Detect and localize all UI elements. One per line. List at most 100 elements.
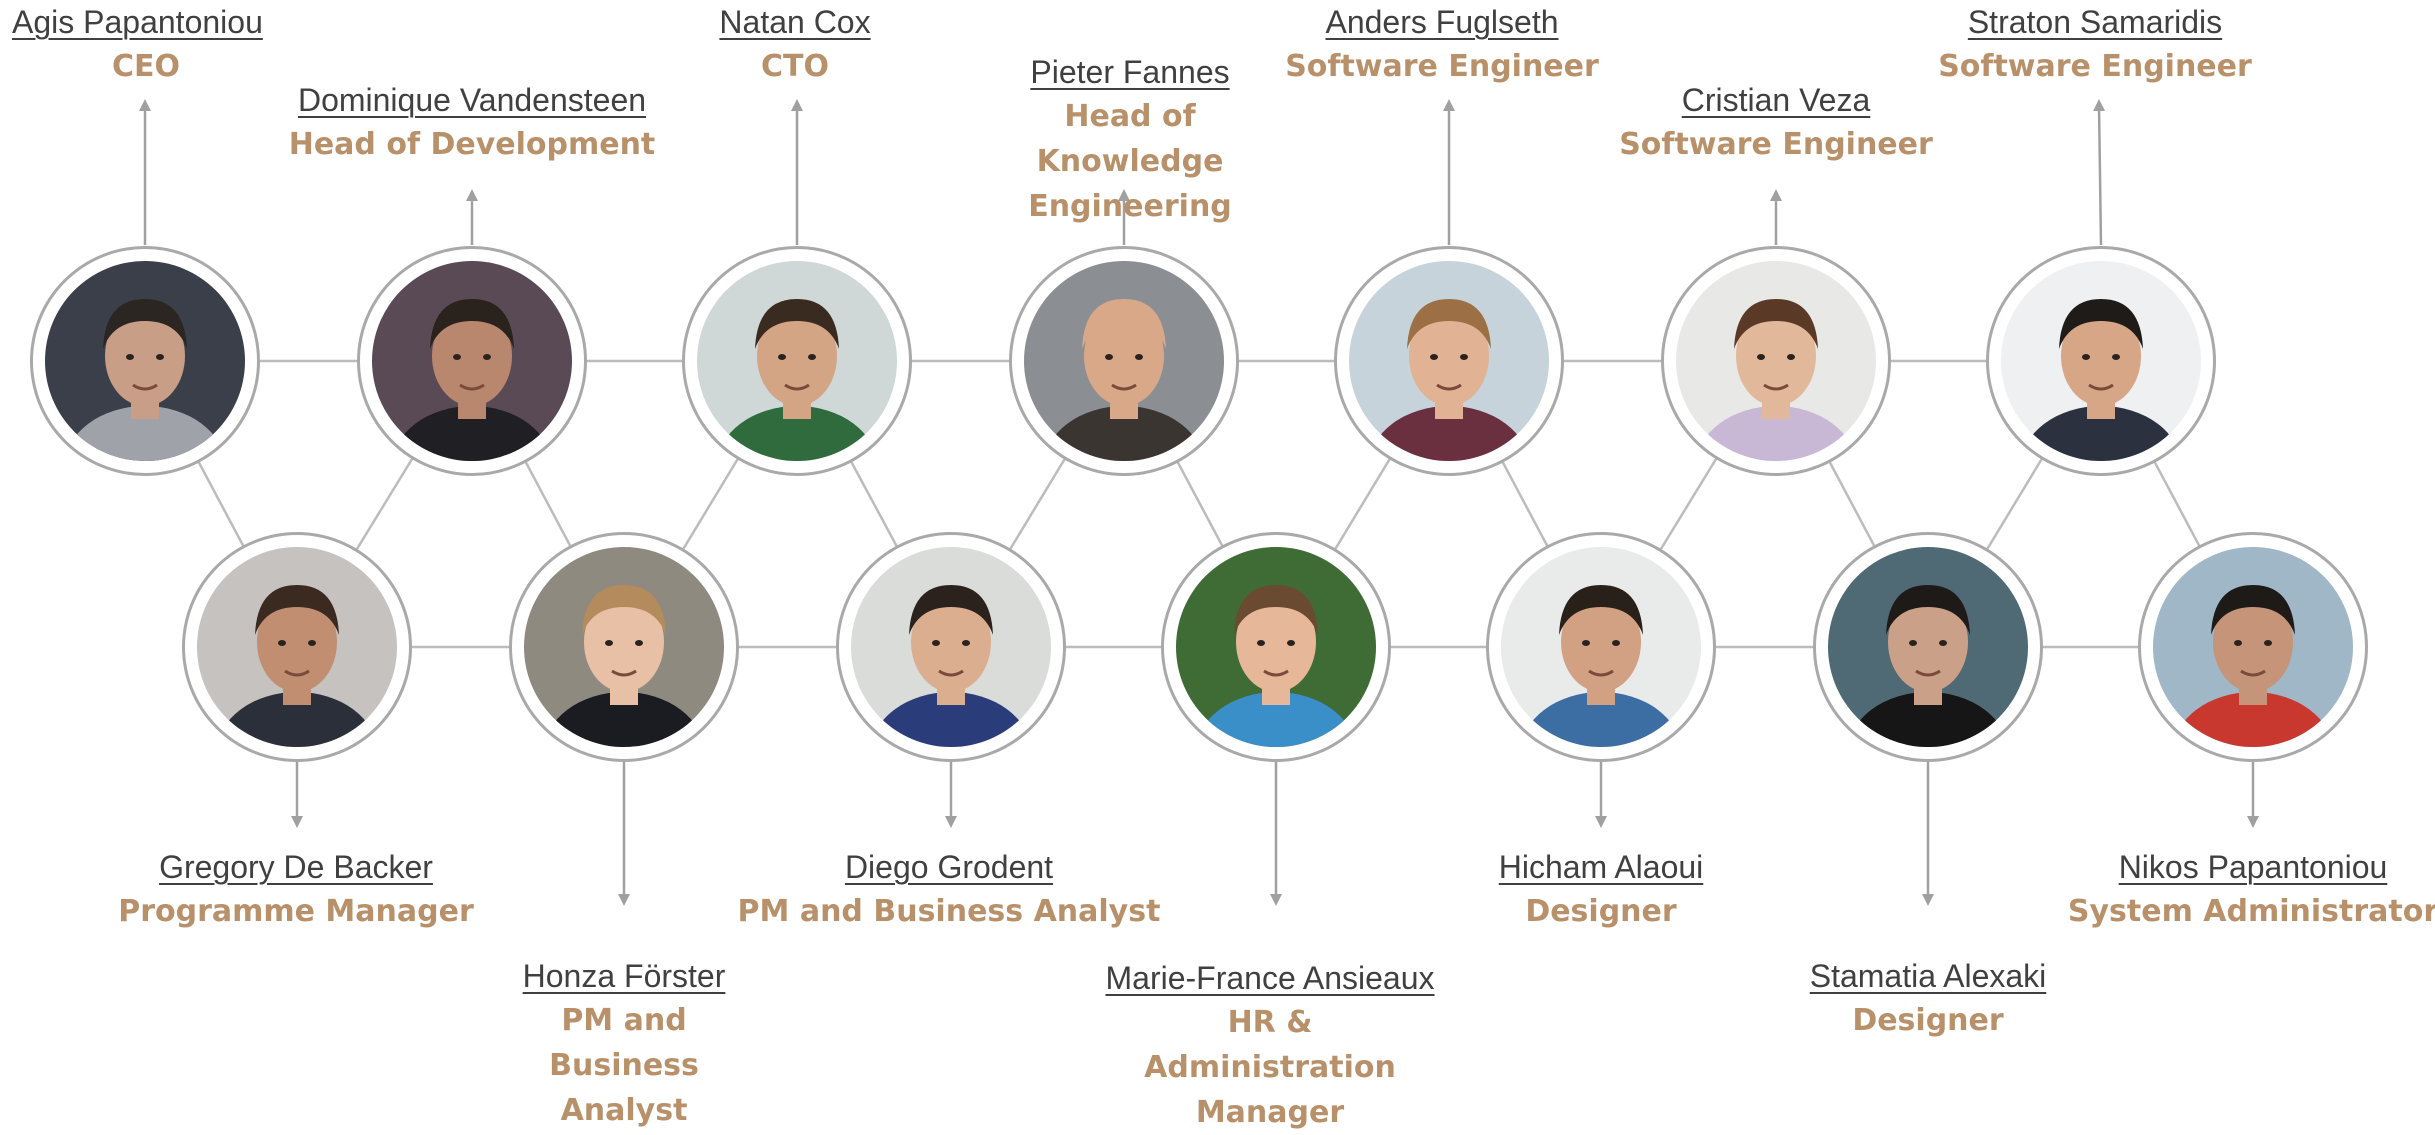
member-name: Agis Papantoniou xyxy=(12,4,263,40)
portrait-shoulders xyxy=(392,406,552,461)
portrait-eye xyxy=(126,354,134,360)
portrait-eye xyxy=(308,640,316,646)
portrait-face xyxy=(911,592,991,692)
member-role: System Administrator xyxy=(2067,894,2435,929)
portrait-shoulders xyxy=(1521,692,1681,747)
arrow-up xyxy=(2093,99,2106,246)
portrait-eye xyxy=(156,354,164,360)
caption-anders: Anders Fuglseth Software Engineer xyxy=(1222,0,1662,89)
caption-honza: Honza Förster PM and Business Analyst xyxy=(404,954,844,1133)
portrait-shoulders xyxy=(1696,406,1856,461)
member-anders xyxy=(1334,246,1564,476)
portrait-icon xyxy=(1501,547,1701,747)
member-stamatia xyxy=(1813,532,2043,762)
portrait-eye xyxy=(1909,640,1917,646)
portrait-mouth xyxy=(938,669,964,677)
portrait-mouth xyxy=(132,383,158,391)
member-name: Cristian Veza xyxy=(1681,82,1871,118)
member-diego xyxy=(836,532,1066,762)
portrait-eye xyxy=(1612,640,1620,646)
avatar xyxy=(1676,261,1876,461)
portrait-icon xyxy=(524,547,724,747)
caption-pieter: Pieter Fannes Head of Knowledge Engineer… xyxy=(910,50,1350,229)
portrait-shoulders xyxy=(871,692,1031,747)
member-role: HR & Administration Manager xyxy=(1144,1005,1396,1130)
portrait-hair xyxy=(1407,299,1491,349)
portrait-icon xyxy=(197,547,397,747)
avatar xyxy=(372,261,572,461)
portrait-eye xyxy=(1287,640,1295,646)
avatar xyxy=(697,261,897,461)
member-hicham xyxy=(1486,532,1716,762)
member-nikos xyxy=(2138,532,2368,762)
avatar xyxy=(1501,547,1701,747)
member-role: CEO xyxy=(112,49,181,84)
caption-cristian: Cristian Veza Software Engineer xyxy=(1556,78,1996,167)
portrait-icon xyxy=(1024,261,1224,461)
member-role: Head of Knowledge Engineering xyxy=(1028,99,1232,224)
portrait-mouth xyxy=(459,383,485,391)
caption-hicham: Hicham Alaoui Designer xyxy=(1381,845,1821,934)
member-role: PM and Business Analyst xyxy=(737,894,1161,929)
member-name: Anders Fuglseth xyxy=(1325,4,1559,40)
portrait-hair xyxy=(1082,299,1166,349)
portrait-eye xyxy=(605,640,613,646)
member-role: PM and Business Analyst xyxy=(549,1003,699,1128)
caption-gregory: Gregory De Backer Programme Manager xyxy=(76,845,516,934)
portrait-shoulders xyxy=(1196,692,1356,747)
portrait-shoulders xyxy=(2173,692,2333,747)
avatar xyxy=(851,547,1051,747)
member-role: CTO xyxy=(761,49,829,84)
member-name: Pieter Fannes xyxy=(1030,54,1230,90)
member-mariefrance xyxy=(1161,532,1391,762)
portrait-shoulders xyxy=(1369,406,1529,461)
portrait-mouth xyxy=(1915,669,1941,677)
portrait-eye xyxy=(962,640,970,646)
avatar xyxy=(1349,261,1549,461)
member-role: Designer xyxy=(1852,1003,2004,1038)
portrait-shoulders xyxy=(1044,406,1204,461)
member-dominique xyxy=(357,246,587,476)
member-name: Nikos Papantoniou xyxy=(2118,849,2388,885)
member-role: Software Engineer xyxy=(1619,127,1933,162)
portrait-hair xyxy=(255,585,339,635)
member-honza xyxy=(509,532,739,762)
portrait-eye xyxy=(1105,354,1113,360)
portrait-eye xyxy=(2112,354,2120,360)
portrait-hair xyxy=(1559,585,1643,635)
member-name: Diego Grodent xyxy=(844,849,1054,885)
caption-stamatia: Stamatia Alexaki Designer xyxy=(1708,954,2148,1043)
portrait-mouth xyxy=(784,383,810,391)
portrait-hair xyxy=(430,299,514,349)
portrait-hair xyxy=(1734,299,1818,349)
portrait-eye xyxy=(1787,354,1795,360)
portrait-eye xyxy=(278,640,286,646)
portrait-face xyxy=(1888,592,1968,692)
portrait-icon xyxy=(45,261,245,461)
member-role: Designer xyxy=(1525,894,1677,929)
caption-natan: Natan Cox CTO xyxy=(575,0,1015,89)
portrait-icon xyxy=(2001,261,2201,461)
avatar xyxy=(1024,261,1224,461)
member-name: Stamatia Alexaki xyxy=(1809,958,2047,994)
avatar xyxy=(2001,261,2201,461)
portrait-eye xyxy=(1257,640,1265,646)
member-agis xyxy=(30,246,260,476)
caption-agis: Agis Papantoniou CEO xyxy=(12,0,452,89)
portrait-eye xyxy=(1582,640,1590,646)
portrait-eye xyxy=(1430,354,1438,360)
member-pieter xyxy=(1009,246,1239,476)
member-name: Marie-France Ansieaux xyxy=(1105,960,1435,996)
portrait-face xyxy=(432,306,512,406)
portrait-icon xyxy=(851,547,1051,747)
member-name: Gregory De Backer xyxy=(159,849,433,885)
avatar xyxy=(1828,547,2028,747)
member-gregory xyxy=(182,532,412,762)
caption-mariefrance: Marie-France Ansieaux HR & Administratio… xyxy=(1050,956,1490,1135)
portrait-eye xyxy=(1135,354,1143,360)
portrait-face xyxy=(584,592,664,692)
portrait-mouth xyxy=(1588,669,1614,677)
portrait-face xyxy=(105,306,185,406)
portrait-hair xyxy=(2059,299,2143,349)
portrait-eye xyxy=(483,354,491,360)
